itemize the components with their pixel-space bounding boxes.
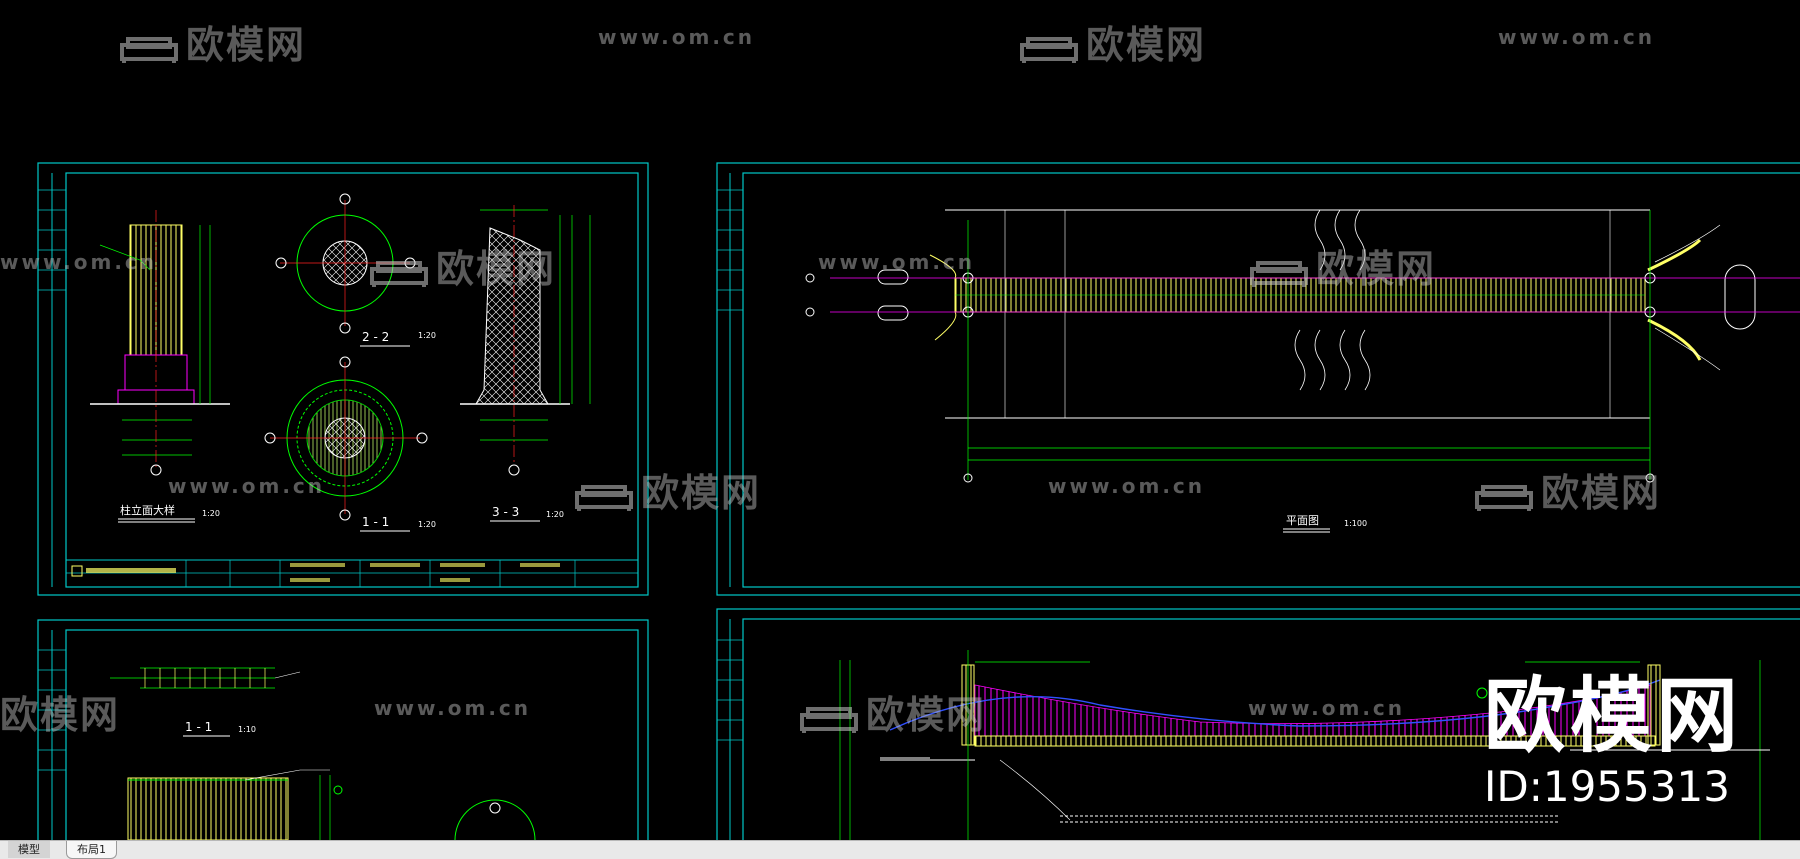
sofa-logo-icon [800, 706, 858, 733]
watermark-brand-text: 欧模网 [1316, 247, 1437, 291]
section-1-1-scale: 1:20 [418, 520, 436, 529]
sheet-column-details: 柱立面大样 1:20 2 - 2 1:20 [37, 162, 649, 596]
watermark-brand: 欧模网 [1248, 238, 1436, 293]
watermark-brand: 欧模网 [798, 684, 986, 739]
sofa-logo-icon [1475, 484, 1533, 511]
sofa-logo-icon [370, 260, 428, 287]
watermark-brand-text: 欧模网 [1541, 471, 1662, 515]
watermark-brand-text: 欧模网 [641, 471, 762, 515]
watermark-url: www.om.cn [1248, 696, 1406, 720]
plan-title: 平面图 [1286, 514, 1319, 527]
watermark-brand: 欧模网 [368, 238, 556, 293]
column-elevation-title: 柱立面大样 [120, 503, 175, 517]
tab-layout1[interactable]: 布局1 [66, 841, 117, 859]
brand-name: 欧模网 [1483, 669, 1742, 764]
watermark-url: www.om.cn [168, 474, 326, 498]
brand-badge: 欧模网 ID:1955313 [1484, 672, 1742, 812]
watermark-brand: 欧模网 [1018, 14, 1206, 69]
watermark-brand-text: 欧模网 [1086, 23, 1207, 67]
section-1-1-b-title: 1 - 1 [185, 720, 212, 734]
sofa-logo-icon [120, 36, 178, 63]
watermark-url: www.om.cn [598, 25, 756, 49]
sheet-bridge-plan: 平面图 1:100 [716, 162, 1800, 596]
sofa-logo-icon [1250, 260, 1308, 287]
sheet-bridge-elevation [716, 608, 1800, 840]
plan-scale: 1:100 [1344, 519, 1367, 528]
cad-drawing-canvas[interactable]: 柱立面大样 1:20 2 - 2 1:20 [0, 0, 1800, 840]
watermark-brand: 欧模网 [0, 684, 120, 739]
watermark-url: www.om.cn [374, 696, 532, 720]
section-2-2-title: 2 - 2 [362, 330, 389, 344]
section-3-3-drawing: 3 - 3 1:20 [460, 205, 591, 522]
sofa-logo-icon [575, 484, 633, 511]
watermark-url: www.om.cn [818, 250, 976, 274]
watermark-brand-text: 欧模网 [186, 23, 307, 67]
watermark-brand: 欧模网 [573, 462, 761, 517]
watermark-brand-text: 欧模网 [866, 693, 987, 737]
section-1-1-drawing: 1 - 1 1:20 [264, 356, 436, 532]
sofa-logo-icon [1020, 36, 1078, 63]
column-elevation-scale: 1:20 [202, 509, 220, 518]
sheet-railing-detail: 1 - 1 1:10 [37, 619, 649, 840]
watermark-brand-text: 欧模网 [0, 693, 121, 737]
layout-tab-bar: 模型 布局1 [0, 840, 1800, 859]
watermark-url: www.om.cn [1048, 474, 1206, 498]
watermark-url: www.om.cn [0, 250, 158, 274]
section-1-1-b-scale: 1:10 [238, 725, 256, 734]
watermark-brand-text: 欧模网 [436, 247, 557, 291]
section-3-3-title: 3 - 3 [492, 505, 519, 519]
section-1-1-title: 1 - 1 [362, 515, 389, 529]
watermark-brand: 欧模网 [118, 14, 306, 69]
section-2-2-scale: 1:20 [418, 331, 436, 340]
tab-model[interactable]: 模型 [8, 841, 50, 858]
section-2-2-drawing: 2 - 2 1:20 [275, 193, 436, 347]
section-3-3-scale: 1:20 [546, 510, 564, 519]
watermark-url: www.om.cn [1498, 25, 1656, 49]
watermark-brand: 欧模网 [1473, 462, 1661, 517]
column-elevation-drawing: 柱立面大样 1:20 [90, 210, 230, 523]
brand-id: ID:1955313 [1483, 762, 1730, 811]
